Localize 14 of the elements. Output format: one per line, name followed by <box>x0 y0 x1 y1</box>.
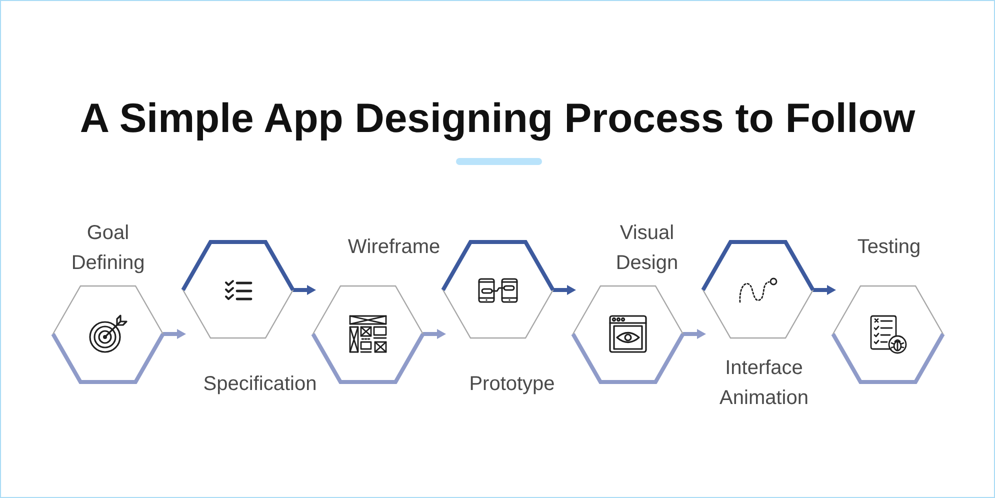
arrow <box>293 285 316 295</box>
title: A Simple App Designing Process to Follow <box>80 94 916 143</box>
step-label: Prototype <box>469 372 555 397</box>
step-label: Interface Animation <box>720 356 808 411</box>
arrow <box>423 329 446 339</box>
arrow <box>683 329 706 339</box>
step-label: Specification <box>203 372 317 397</box>
step-label: Visual Design <box>616 221 678 276</box>
step-label: Testing <box>857 235 921 260</box>
step-label: Goal Defining <box>71 221 145 276</box>
step-label: Wireframe <box>348 235 440 260</box>
arrow <box>553 285 576 295</box>
arrow <box>813 285 836 295</box>
arrow <box>163 329 186 339</box>
